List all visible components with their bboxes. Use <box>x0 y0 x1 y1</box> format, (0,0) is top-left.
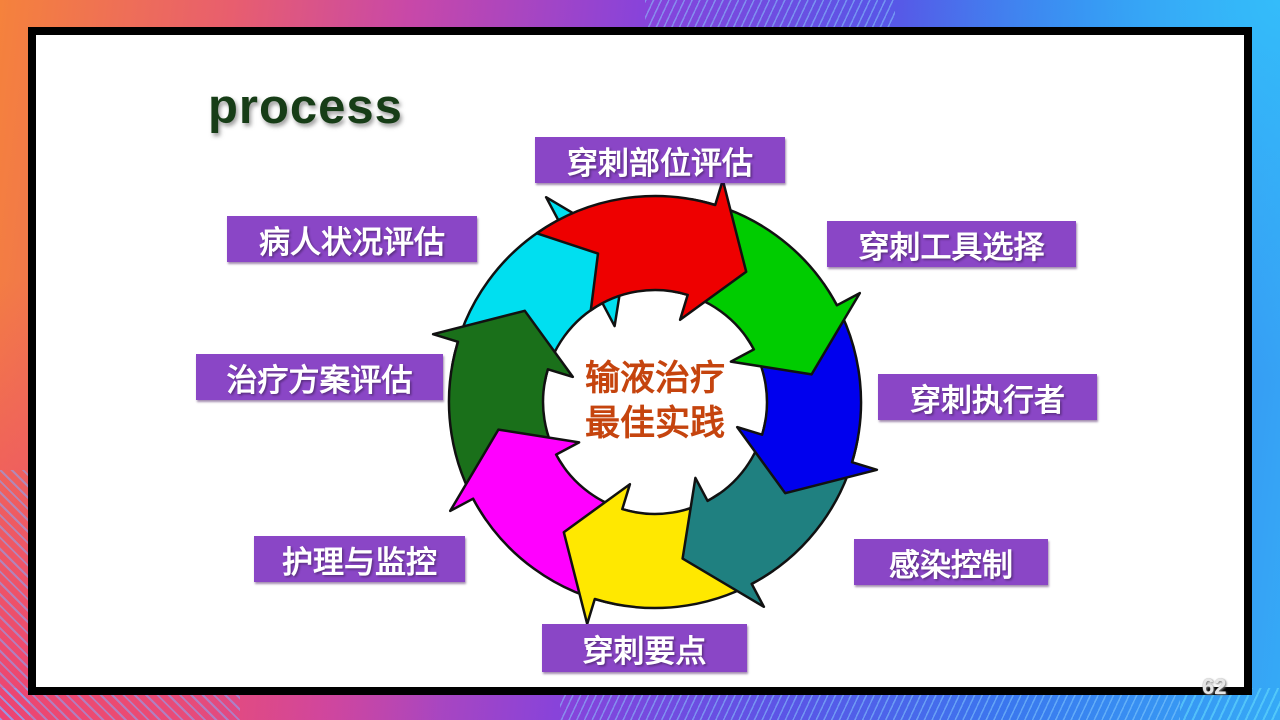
cycle-label-care-and-monitoring: 护理与监控 <box>254 536 465 582</box>
cycle-label-patient-condition-assessment: 病人状况评估 <box>227 216 477 262</box>
cycle-label-puncture-site-assessment: 穿刺部位评估 <box>535 137 785 183</box>
cycle-label-puncture-key-points: 穿刺要点 <box>542 624 747 672</box>
stripe-pattern-left <box>0 470 30 720</box>
center-text-line1: 输液治疗 <box>584 359 725 398</box>
page-title: process <box>208 80 403 134</box>
cycle-center-text: 输液治疗 最佳实践 <box>505 357 805 447</box>
page-number: 62 <box>1202 674 1227 699</box>
stripe-pattern-top <box>645 0 895 30</box>
center-text-line2: 最佳实践 <box>584 403 725 443</box>
cycle-label-treatment-plan-assessment: 治疗方案评估 <box>196 354 443 400</box>
cycle-diagram <box>431 178 879 626</box>
cycle-label-puncture-tool-selection: 穿刺工具选择 <box>827 221 1076 267</box>
cycle-label-infection-control: 感染控制 <box>854 539 1048 585</box>
slide: process 输液治疗 最佳实践 穿刺部位评估 穿刺工具选择 穿刺执行者 感染… <box>28 27 1252 695</box>
cycle-label-puncture-performer: 穿刺执行者 <box>878 374 1097 420</box>
